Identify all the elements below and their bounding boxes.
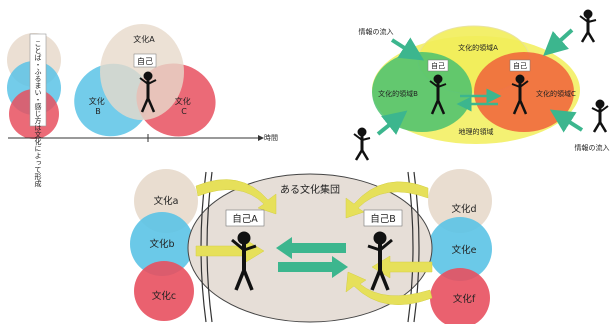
culture-b-line2: B [95, 107, 101, 116]
vertical-label-box [29, 33, 47, 127]
self-a-box [225, 209, 265, 227]
person-figure-right [511, 74, 529, 115]
culture-b-line1: 文化 [89, 96, 105, 106]
domain-a-label: 文化的領域A [458, 43, 498, 52]
self-a-label: 自己A [232, 213, 258, 225]
self-b-box [363, 209, 403, 227]
arrow-from-culture-f [345, 271, 433, 305]
panel-cultural-domains: 文化的領域A 文化的領域B 文化的領域C 地理的領域 自己 自己 [353, 9, 610, 161]
info-inflow-arrows [376, 28, 584, 136]
info-inflow-bottom-label: 情報の流入 [575, 143, 610, 152]
culture-c-label: 文化 C [175, 96, 194, 116]
arrow-from-culture-d [345, 181, 429, 219]
person-figure-self-b [367, 231, 393, 291]
culture-f-circle-label: 文化f [453, 293, 476, 305]
culture-c-line1: 文化 [175, 96, 191, 106]
culture-d-circle-label: 文化d [451, 203, 476, 215]
arrow-to-self-a [276, 237, 346, 259]
ellipse-domain-c [474, 52, 574, 132]
circle-culture-e [428, 217, 492, 281]
self-b-label: 自己B [370, 213, 396, 225]
person-figure-left [429, 74, 447, 115]
culture-b-circle-label: 文化b [149, 238, 174, 250]
circle-culture-b [130, 212, 194, 276]
culture-e-circle-label: 文化e [452, 244, 477, 256]
self-left-box [427, 59, 449, 72]
panel-culture-over-time: ことば・ふるまい・感じ方は文化によって形成 文化A 文化 B 文化 C 自己 時… [7, 24, 278, 188]
group-label: ある文化集団 [280, 183, 340, 196]
vertical-label: ことば・ふるまい・感じ方は文化によって形成 [34, 40, 42, 188]
self-right-box [509, 59, 531, 72]
domain-b-label: 文化的領域B [378, 89, 418, 98]
person-figure-corner-tr [579, 9, 597, 43]
exchange-arrows-top-panel [456, 88, 502, 112]
person-figure-corner-tl [353, 127, 371, 161]
info-inflow-top-label: 情報の流入 [359, 27, 394, 36]
culture-b-label: 文化 B [89, 96, 108, 116]
culture-a-circle-label: 文化a [154, 195, 179, 207]
arrow-to-self-b [278, 256, 348, 278]
panel-cultural-group: ある文化集団 文化a 文化b 文化c 文化d 文化e 文化f 自己A 自己B [130, 169, 492, 328]
culture-c-line2: C [181, 107, 187, 116]
self-box [133, 53, 157, 68]
curved-influence-arrows [195, 179, 433, 305]
exchange-arrows-bottom-panel [276, 237, 348, 278]
person-figure-corner-r [591, 99, 609, 133]
culture-c-circle-label: 文化c [152, 290, 176, 302]
time-axis-arrowhead [258, 135, 264, 141]
culture-a-label: 文化A [133, 34, 155, 44]
circle-culture-f [430, 268, 490, 328]
person-figure-self-a [231, 231, 257, 291]
circle-culture-c [134, 261, 194, 321]
self-left-label: 自己 [431, 61, 445, 70]
self-label: 自己 [137, 56, 153, 66]
geographic-domain-label: 地理的領域 [459, 127, 494, 136]
time-axis-label: 時間 [264, 134, 278, 142]
ellipse-culture-a [100, 24, 184, 120]
self-right-label: 自己 [513, 61, 527, 70]
domain-c-label: 文化的領域C [536, 89, 576, 98]
circle-culture-d [428, 169, 492, 233]
person-figure [139, 71, 157, 113]
arrow-from-culture-a [195, 179, 277, 215]
